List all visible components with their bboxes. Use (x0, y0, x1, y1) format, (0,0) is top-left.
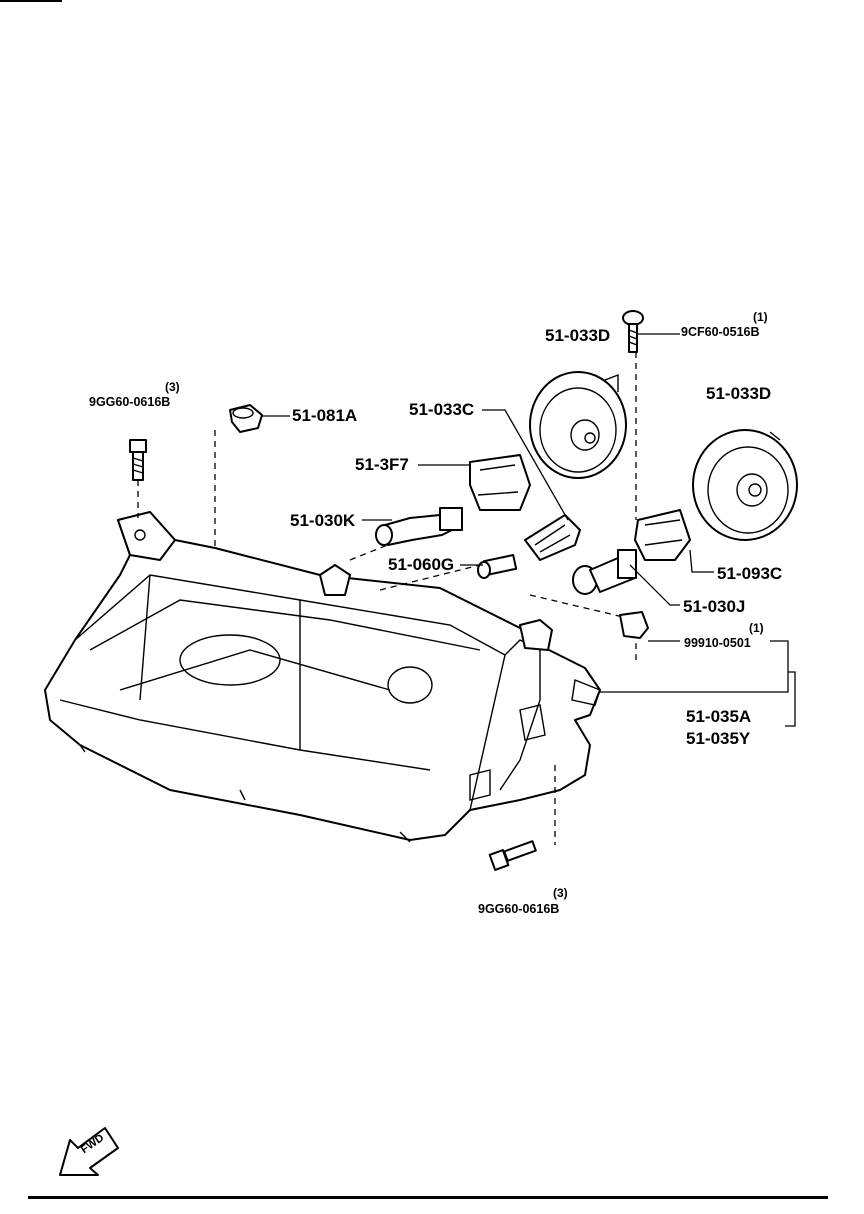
clip-81a-icon (229, 404, 263, 433)
bulb-030k-icon (375, 507, 463, 546)
label-51-030k: 51-030K (290, 511, 356, 530)
label-51-033c: 51-033C (409, 400, 475, 419)
socket-033c-icon (524, 514, 581, 561)
qty-bolt-left: (3) (165, 380, 180, 394)
label-51-033d-right: 51-033D (706, 384, 772, 403)
socket-093c-icon (634, 509, 691, 561)
bolt-left-icon (129, 439, 147, 481)
label-51-081a: 51-081A (292, 406, 358, 425)
fwd-arrow-icon (59, 1127, 119, 1176)
socket-3f7-icon (469, 454, 531, 511)
dust-cover-left-icon (529, 371, 627, 479)
label-51-3f7: 51-3F7 (355, 455, 409, 474)
bolt-bottom-icon (488, 840, 537, 871)
label-51-093c: 51-093C (717, 564, 783, 583)
label-9gg60-0616b-left: 9GG60-0616B (89, 395, 171, 409)
label-51-035a: 51-035A (686, 707, 752, 726)
bulb-060g-icon (477, 554, 518, 579)
label-9gg60-0616b-bottom: 9GG60-0616B (478, 902, 560, 916)
bottom-rule (28, 1196, 828, 1199)
leader-lines (262, 333, 796, 727)
headlamp-assembly (44, 511, 601, 843)
qty-screw-top: (1) (753, 310, 768, 324)
label-51-030j: 51-030J (683, 597, 746, 616)
dust-cover-right-icon (692, 429, 798, 541)
bulb-030j-icon (572, 549, 637, 595)
top-rule (0, 0, 62, 2)
label-51-035y: 51-035Y (686, 729, 751, 748)
label-51-060g: 51-060G (388, 555, 455, 574)
label-51-033d-left: 51-033D (545, 326, 611, 345)
label-99910-0501: 99910-0501 (684, 636, 751, 650)
clip-99910-icon (619, 611, 649, 639)
qty-bolt-bottom: (3) (553, 886, 568, 900)
label-9cf60-0516b: 9CF60-0516B (681, 325, 760, 339)
qty-clip: (1) (749, 621, 764, 635)
screw-top-icon (622, 310, 644, 353)
